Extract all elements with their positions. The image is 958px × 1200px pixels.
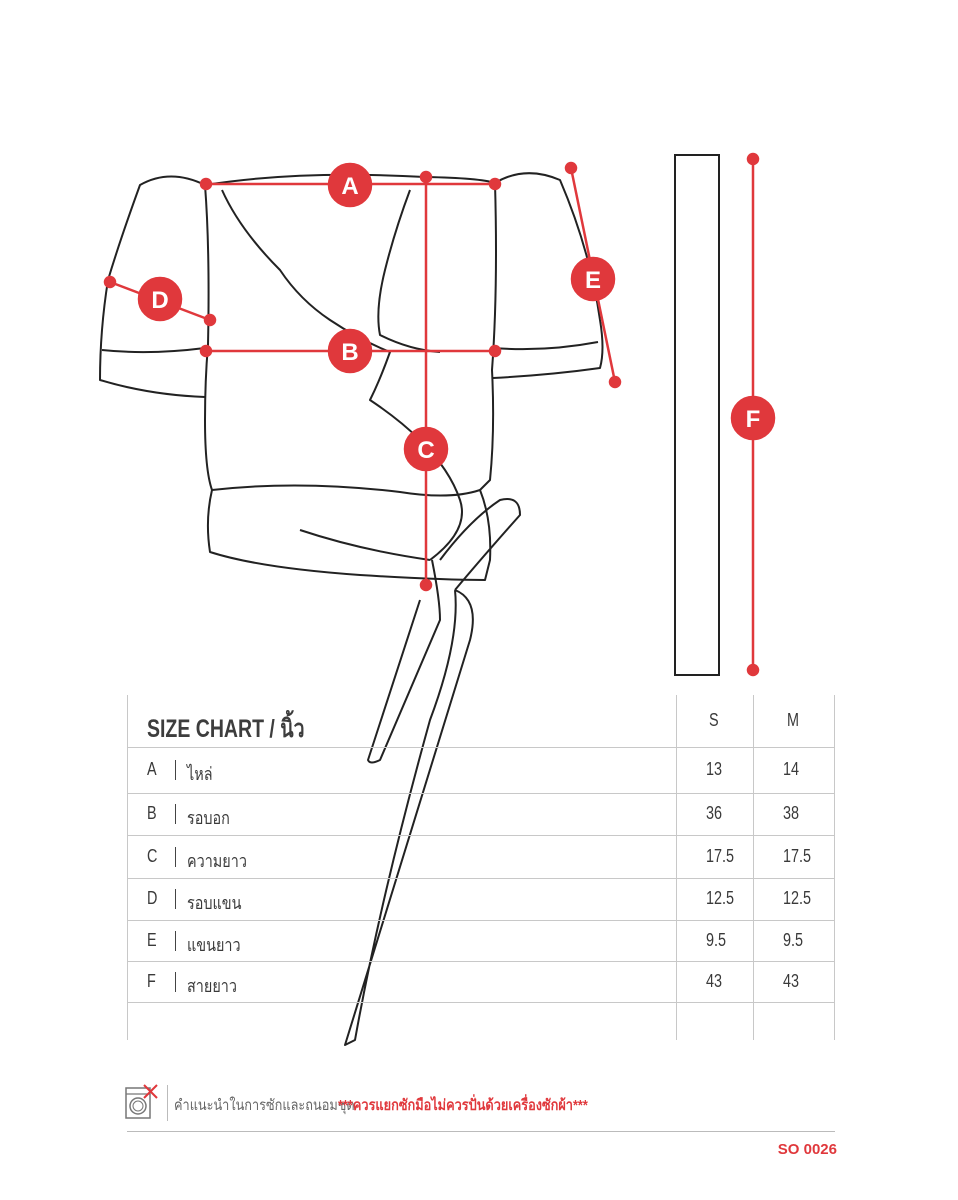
separator (175, 889, 176, 909)
table-row: B รอบอก 36 38 (127, 793, 835, 836)
measure-key: C (147, 845, 158, 866)
value-m: 38 (783, 803, 800, 823)
marker-label-e: E (585, 267, 601, 294)
chart-title: SIZE CHART / นิ้ว (147, 715, 305, 743)
measure-name: รอบแขน (187, 893, 242, 913)
care-label: คำแนะนำในการซักและถนอมชุด (174, 1097, 355, 1114)
value-s: 17.5 (706, 845, 735, 866)
value-m: 17.5 (783, 845, 812, 866)
value-s: 43 (706, 970, 723, 991)
value-s: 36 (706, 803, 723, 823)
measure-key: E (147, 929, 157, 950)
separator (175, 971, 176, 992)
product-code: SO 0026 (777, 1141, 837, 1158)
marker-label-d: D (151, 287, 168, 314)
table-row: A ไหล่ 13 14 (127, 747, 835, 794)
value-s: 13 (706, 759, 723, 779)
table-row: D รอบแขน 12.5 12.5 (127, 878, 835, 921)
no-machine-wash-icon (125, 1084, 158, 1119)
empty-row (127, 1002, 835, 1040)
measure-key: D (147, 888, 158, 908)
size-header-s: S (709, 710, 719, 730)
table-header: SIZE CHART / นิ้ว S M (127, 695, 835, 748)
value-s: 12.5 (706, 888, 735, 908)
marker-label-a: A (341, 173, 358, 200)
marker-label-c: C (417, 437, 434, 464)
value-m: 43 (783, 970, 800, 991)
separator (175, 930, 176, 951)
marker-label-b: B (341, 339, 358, 366)
value-m: 14 (783, 759, 800, 779)
value-s: 9.5 (706, 929, 727, 950)
measure-key: A (147, 759, 157, 779)
measure-key: B (147, 803, 157, 823)
separator (175, 760, 176, 780)
table-row: E แขนยาว 9.5 9.5 (127, 920, 835, 962)
measure-name: แขนยาว (187, 934, 241, 955)
table-row: F สายยาว 43 43 (127, 961, 835, 1003)
value-m: 12.5 (783, 888, 812, 908)
care-warning: ***ควรแยกซักมือไม่ควรปั่นด้วยเครื่องซักผ… (338, 1097, 588, 1114)
separator (175, 804, 176, 824)
separator (175, 846, 176, 867)
measure-name: ความยาว (187, 850, 247, 871)
value-m: 9.5 (783, 929, 804, 950)
table-row: C ความยาว 17.5 17.5 (127, 835, 835, 879)
measure-name: รอบอก (187, 808, 230, 828)
measure-name: ไหล่ (187, 764, 213, 784)
measure-name: สายยาว (187, 975, 237, 996)
marker-label-f: F (746, 406, 761, 433)
measure-key: F (147, 970, 156, 991)
size-header-m: M (787, 710, 799, 730)
